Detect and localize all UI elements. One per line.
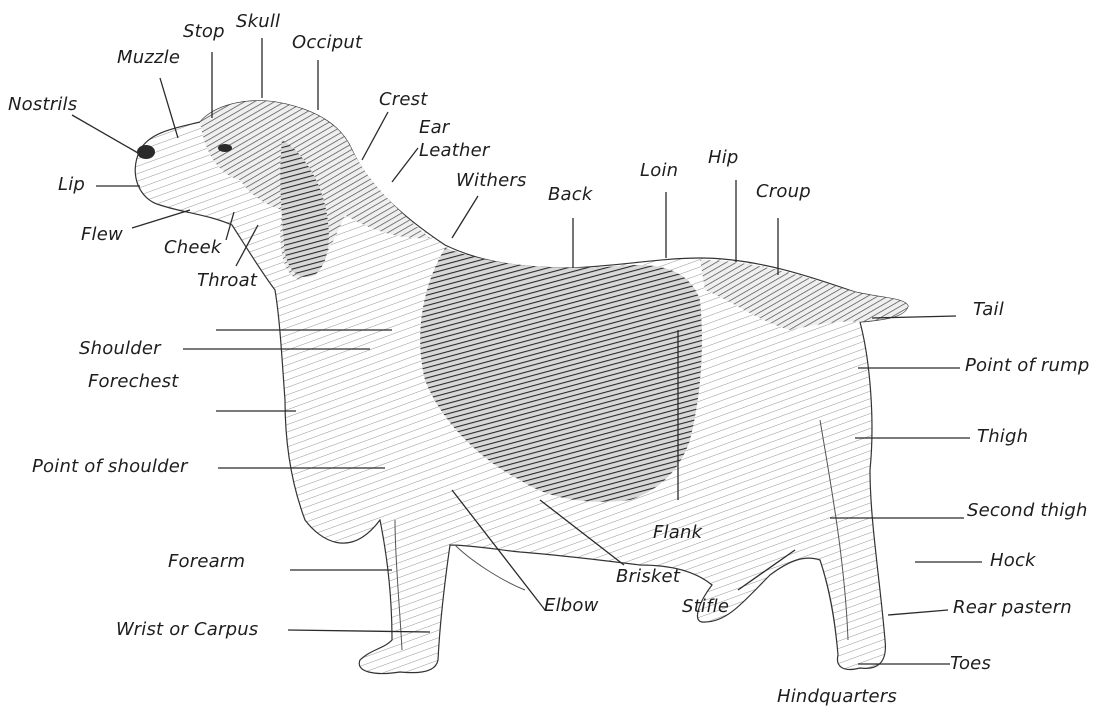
label-muzzle: Muzzle — [117, 49, 180, 67]
label-thigh: Thigh — [977, 428, 1028, 446]
label-croup: Croup — [756, 183, 811, 201]
label-forechest: Forechest — [88, 373, 178, 391]
leader-nostrils — [72, 115, 138, 153]
leader-rear-pastern — [888, 610, 948, 615]
label-forearm: Forearm — [168, 553, 245, 571]
label-ear: Ear — [419, 119, 449, 137]
label-second-thigh: Second thigh — [967, 502, 1088, 520]
label-lip: Lip — [58, 176, 85, 194]
label-stop: Stop — [183, 23, 225, 41]
leader-withers — [452, 196, 478, 238]
label-flank: Flank — [653, 524, 702, 542]
label-point-of-shoulder: Point of shoulder — [32, 458, 188, 476]
label-skull: Skull — [236, 13, 280, 31]
label-toes: Toes — [950, 655, 991, 673]
leader-flew — [132, 210, 190, 228]
leader-ear — [392, 148, 418, 182]
leader-muzzle — [160, 78, 178, 138]
label-flew: Flew — [81, 226, 123, 244]
label-withers: Withers — [456, 172, 527, 190]
label-leather: Leather — [419, 142, 489, 160]
label-rear-pastern: Rear pastern — [953, 599, 1072, 617]
label-hock: Hock — [990, 552, 1036, 570]
label-wrist-or-carpus: Wrist or Carpus — [116, 621, 258, 639]
label-tail: Tail — [973, 301, 1004, 319]
label-elbow: Elbow — [544, 597, 599, 615]
eye-shape — [218, 144, 232, 152]
label-occiput: Occiput — [292, 34, 362, 52]
leader-crest — [362, 112, 388, 160]
label-hindquarters: Hindquarters — [777, 688, 897, 706]
label-throat: Throat — [197, 272, 257, 290]
label-shoulder: Shoulder — [79, 340, 161, 358]
label-cheek: Cheek — [164, 239, 222, 257]
label-crest: Crest — [379, 91, 427, 109]
label-loin: Loin — [640, 162, 678, 180]
label-back: Back — [548, 186, 593, 204]
label-hip: Hip — [708, 149, 739, 167]
label-nostrils: Nostrils — [8, 96, 77, 114]
label-point-of-rump: Point of rump — [965, 357, 1090, 375]
nose-shape — [137, 145, 155, 159]
label-stifle: Stifle — [682, 598, 729, 616]
label-brisket: Brisket — [616, 568, 680, 586]
